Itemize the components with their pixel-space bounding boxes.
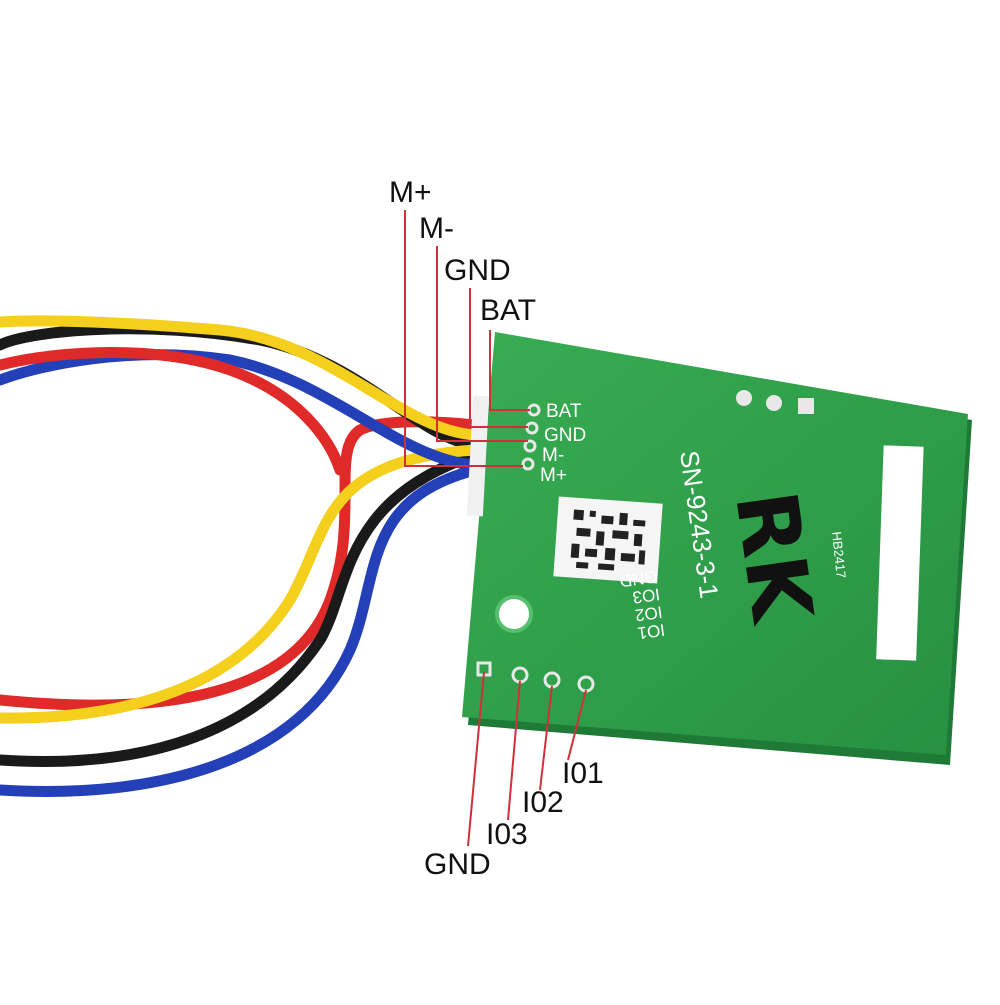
pcb-board: BAT GND M- M+ SN-9243-3-1 HB2417 RK IO1 … — [462, 332, 972, 765]
line-m-plus — [404, 210, 523, 467]
bottom-callout-lines — [467, 671, 587, 847]
wire-black — [0, 323, 481, 767]
marker-writing: RK — [716, 485, 832, 630]
label-io2: I02 — [522, 786, 564, 819]
label-m-minus: M- — [419, 212, 454, 245]
silk-pin-gnd: GND — [544, 425, 586, 446]
line-m-minus — [436, 246, 528, 442]
io-pads — [476, 661, 595, 693]
label-gnd-top: GND — [444, 254, 511, 287]
label-io1: I01 — [562, 757, 604, 790]
silk-io1: IO1 — [636, 620, 666, 643]
line-bat — [489, 330, 530, 411]
silk-io2: IO2 — [634, 602, 664, 625]
wire-blue — [0, 349, 481, 797]
label-bat: BAT — [480, 294, 537, 327]
label-io3: I03 — [486, 818, 528, 851]
silk-code: HB2417 — [829, 531, 849, 579]
connector-housing — [466, 395, 490, 517]
wire-red-2 — [0, 347, 346, 476]
line-io2 — [539, 685, 553, 791]
io-silkscreen: IO1 IO2 IO3 GND — [619, 567, 667, 643]
line-io3 — [507, 680, 521, 821]
wire-yellow — [0, 315, 481, 724]
silk-pin-bat: BAT — [546, 401, 582, 422]
marker-text: RK — [716, 485, 832, 630]
connector-silkscreen: BAT GND M- M+ — [540, 401, 586, 486]
pcb-body — [462, 332, 968, 755]
wire-harness — [0, 315, 481, 797]
label-m-plus: M+ — [389, 176, 432, 209]
silk-pin-m-minus: M- — [542, 445, 564, 466]
mounting-hole — [495, 595, 533, 633]
header-pads — [736, 390, 814, 414]
line-gnd-bottom — [467, 671, 485, 847]
antenna-slot — [876, 445, 924, 661]
label-gnd-bottom: GND — [424, 848, 491, 881]
silk-io3: IO3 — [631, 584, 661, 607]
silk-pin-m-plus: M+ — [540, 465, 567, 486]
line-io1 — [567, 689, 587, 761]
qr-pattern — [570, 509, 646, 571]
line-gnd — [469, 288, 528, 428]
top-callout-lines — [404, 210, 530, 467]
wire-red-1 — [0, 416, 481, 711]
code-silkscreen: HB2417 — [829, 531, 849, 579]
